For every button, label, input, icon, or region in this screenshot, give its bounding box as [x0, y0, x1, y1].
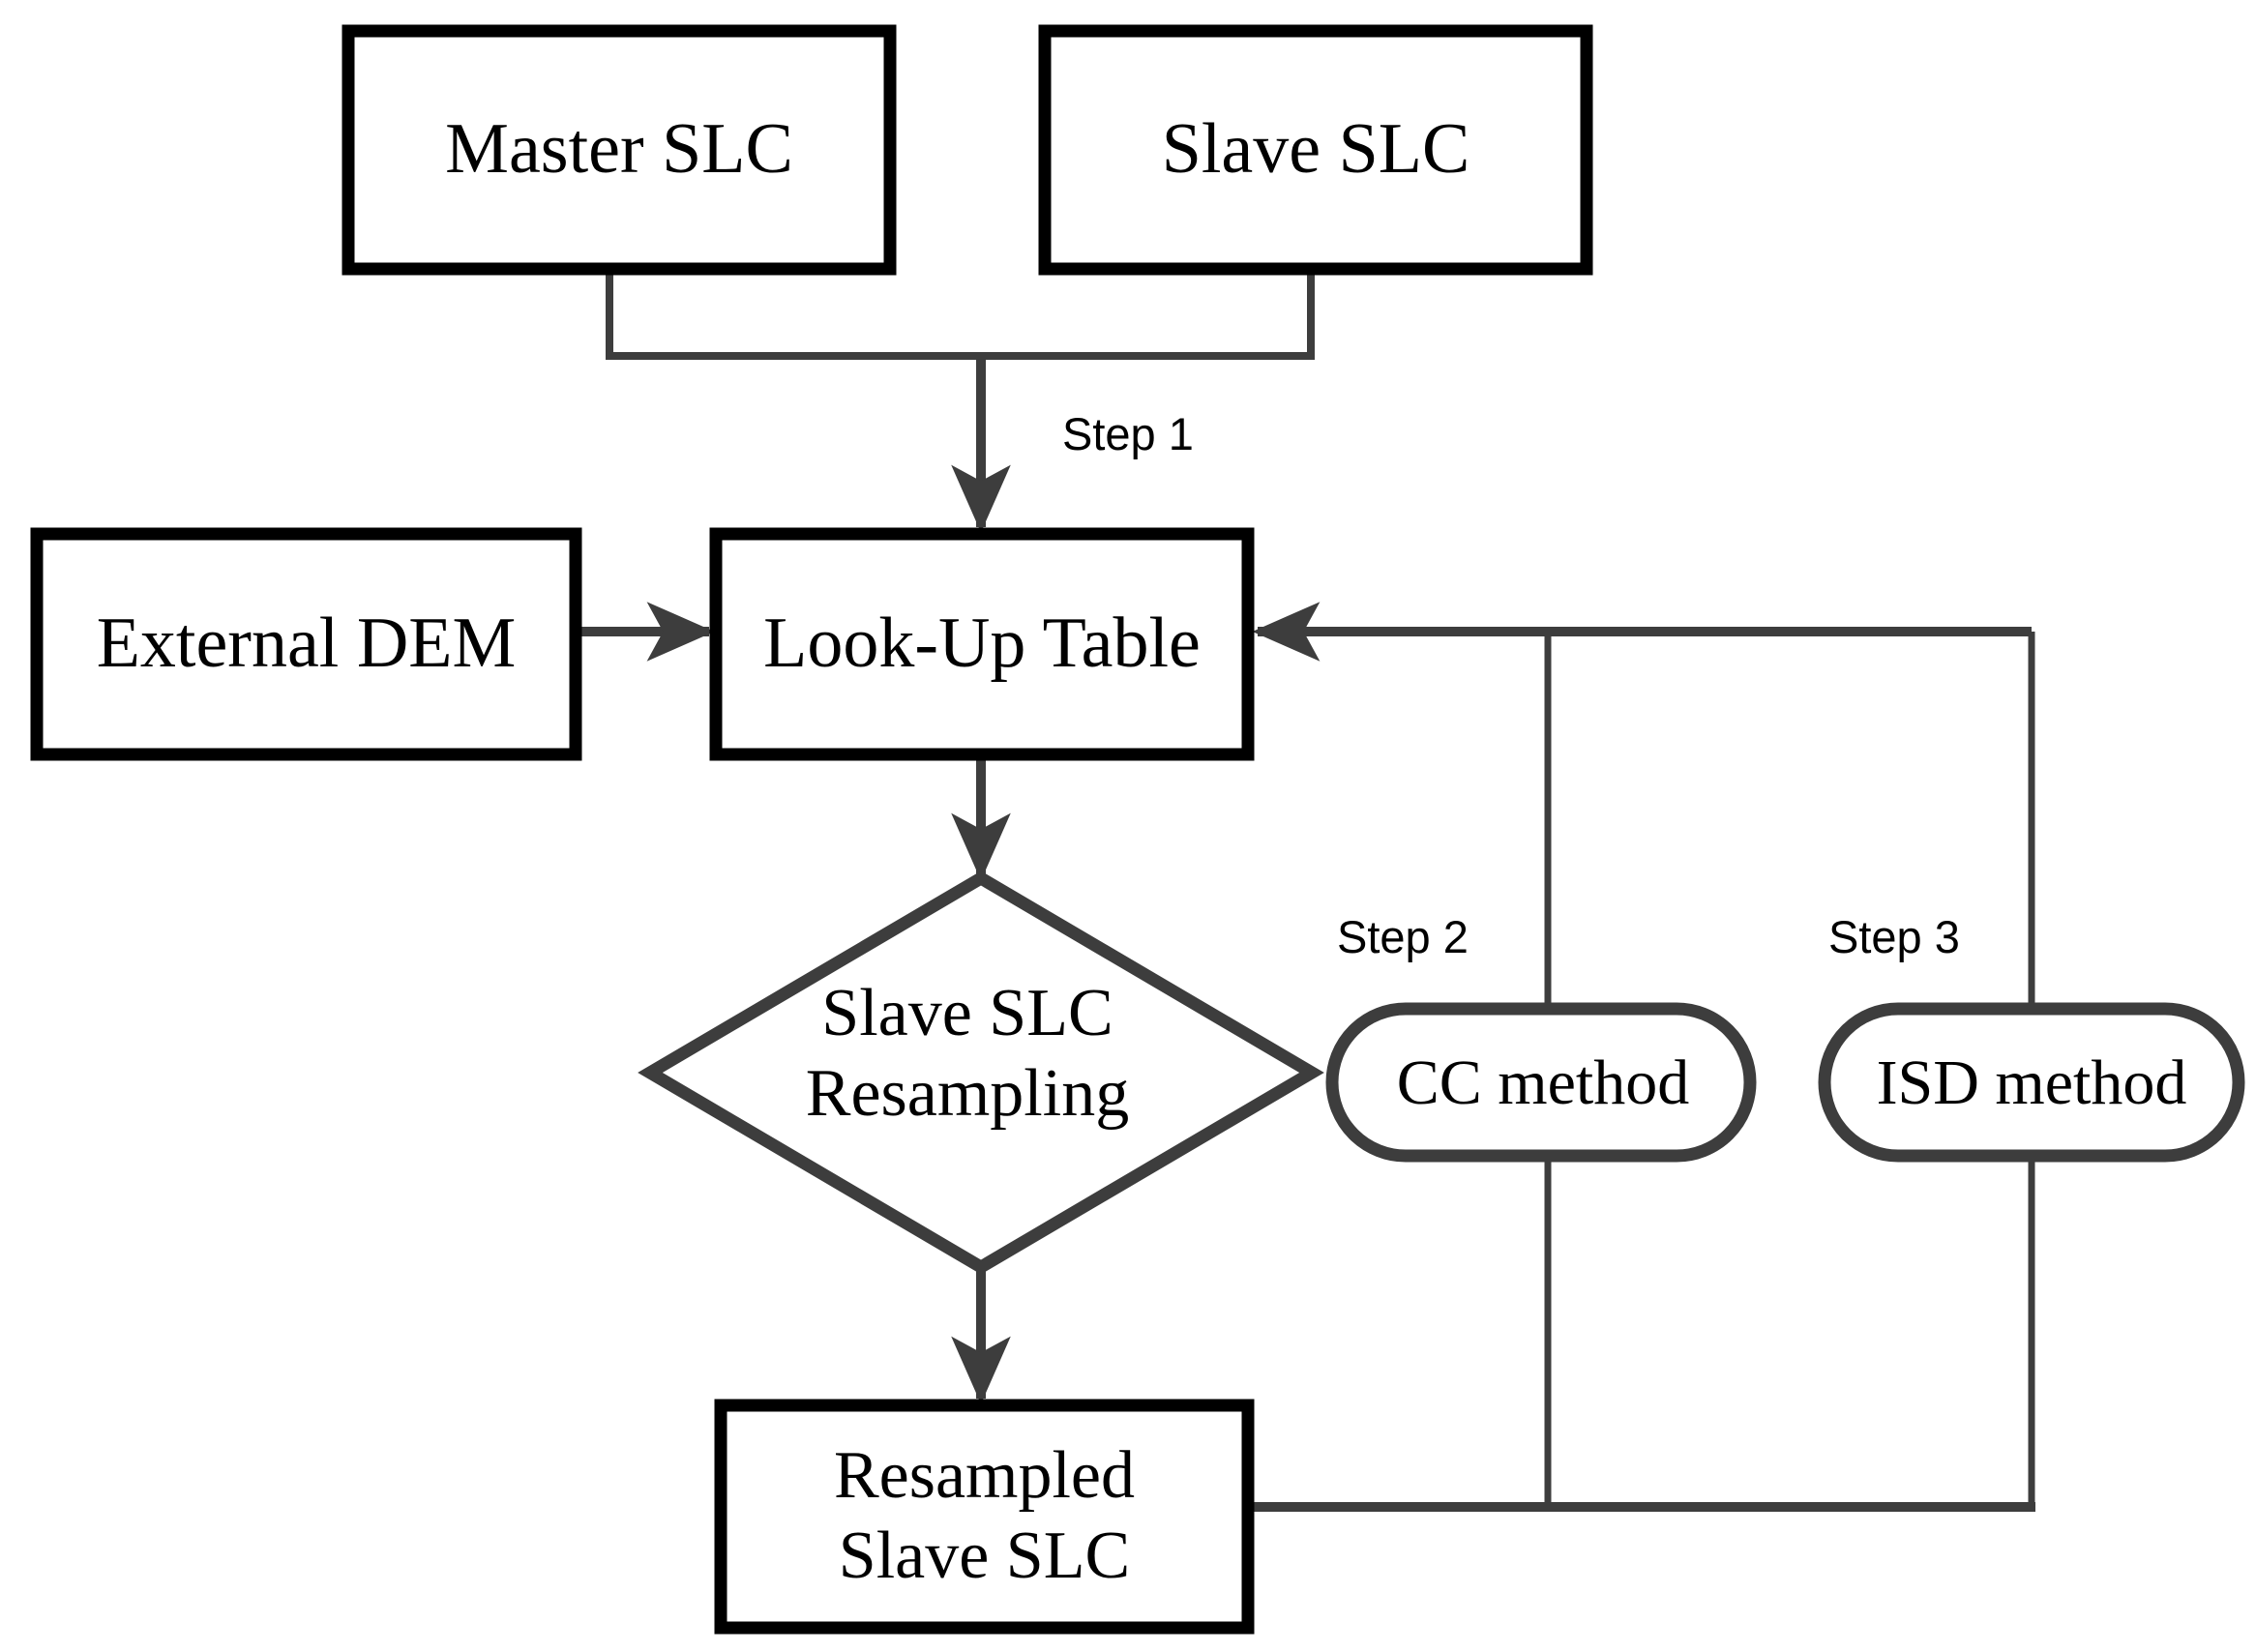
- node-cc-method-shape: [1325, 1002, 1757, 1163]
- connector-lines: [576, 269, 2035, 1512]
- node-look-up-table-shape: [709, 527, 1255, 761]
- node-isd-method-shape: [1818, 1002, 2245, 1163]
- node-resampled-slave-slc-shape: [714, 1399, 1255, 1635]
- node-slave-slc-shape: [1038, 24, 1593, 276]
- node-slave-slc-resampling-shape: [638, 870, 1324, 1275]
- node-master-slc-shape: [341, 24, 897, 276]
- node-external-dem-shape: [30, 527, 582, 761]
